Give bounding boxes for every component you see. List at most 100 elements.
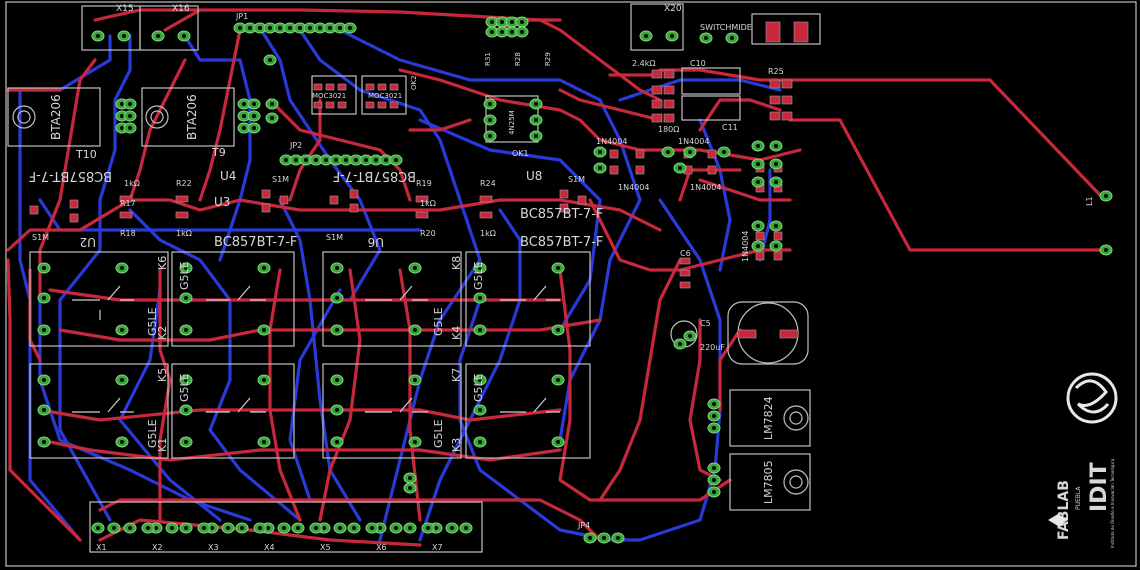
label-u4: U4 bbox=[220, 169, 236, 183]
drill-hole bbox=[120, 114, 124, 118]
drill-hole bbox=[184, 378, 188, 382]
label-x7: X7 bbox=[432, 543, 443, 552]
label-x16: X16 bbox=[172, 4, 190, 14]
drill-hole bbox=[348, 26, 352, 30]
drill-hole bbox=[478, 378, 482, 382]
label-g5le-4: G5LE bbox=[472, 261, 485, 290]
drill-hole bbox=[354, 158, 358, 162]
label-moc3021-a: MOC3021 bbox=[312, 92, 346, 100]
drill-hole bbox=[478, 408, 482, 412]
drill-hole bbox=[120, 440, 124, 444]
drill-hole bbox=[730, 36, 734, 40]
label-r19: R19 bbox=[416, 179, 432, 188]
label-1n4004-e: 1N4004 bbox=[741, 231, 750, 262]
drill-hole bbox=[242, 114, 246, 118]
drill-hole bbox=[296, 526, 300, 530]
label-c5-val: 220uF bbox=[700, 343, 725, 352]
drill-hole bbox=[500, 20, 504, 24]
drill-hole bbox=[666, 150, 670, 154]
label-c10: C10 bbox=[690, 59, 706, 68]
drill-hole bbox=[154, 526, 158, 530]
drill-hole bbox=[408, 476, 412, 480]
drill-hole bbox=[352, 526, 356, 530]
drill-hole bbox=[262, 328, 266, 332]
drill-hole bbox=[128, 114, 132, 118]
drill-hole bbox=[268, 58, 272, 62]
drill-hole bbox=[756, 144, 760, 148]
label-g5le-7: G5LE bbox=[432, 419, 445, 448]
drill-hole bbox=[258, 26, 262, 30]
drill-hole bbox=[478, 328, 482, 332]
drill-hole bbox=[556, 440, 560, 444]
drill-hole bbox=[238, 26, 242, 30]
drill-hole bbox=[678, 342, 682, 346]
drill-hole bbox=[413, 378, 417, 382]
drill-hole bbox=[122, 34, 126, 38]
drill-hole bbox=[184, 266, 188, 270]
drill-hole bbox=[226, 526, 230, 530]
label-c5: C5 bbox=[700, 319, 711, 328]
label-u8: U8 bbox=[526, 169, 542, 183]
drill-hole bbox=[335, 328, 339, 332]
label-1k-d: 1kΩ bbox=[480, 229, 496, 238]
drill-hole bbox=[488, 134, 492, 138]
drill-hole bbox=[294, 158, 298, 162]
drill-hole bbox=[298, 26, 302, 30]
drill-hole bbox=[488, 102, 492, 106]
drill-hole bbox=[146, 526, 150, 530]
label-ok1: OK1 bbox=[512, 149, 529, 158]
drill-hole bbox=[774, 224, 778, 228]
drill-hole bbox=[478, 296, 482, 300]
drill-hole bbox=[534, 118, 538, 122]
drill-hole bbox=[450, 526, 454, 530]
drill-hole bbox=[202, 526, 206, 530]
label-x2: X2 bbox=[152, 543, 163, 552]
label-k2: K2 bbox=[156, 326, 169, 340]
drill-hole bbox=[712, 466, 716, 470]
label-bta206-a: BTA206 bbox=[49, 94, 63, 140]
drill-hole bbox=[644, 34, 648, 38]
drill-hole bbox=[335, 378, 339, 382]
drill-hole bbox=[756, 224, 760, 228]
drill-hole bbox=[268, 26, 272, 30]
logo-idit-text: IDIT bbox=[1087, 462, 1112, 512]
label-1k-c: 1kΩ bbox=[420, 199, 436, 208]
drill-hole bbox=[248, 26, 252, 30]
drill-hole bbox=[556, 328, 560, 332]
drill-hole bbox=[756, 244, 760, 248]
drill-hole bbox=[434, 526, 438, 530]
drill-hole bbox=[282, 526, 286, 530]
drill-hole bbox=[184, 526, 188, 530]
drill-hole bbox=[500, 30, 504, 34]
label-r24: R24 bbox=[480, 179, 496, 188]
drill-hole bbox=[413, 440, 417, 444]
label-bta206-b: BTA206 bbox=[185, 94, 199, 140]
drill-hole bbox=[756, 162, 760, 166]
drill-hole bbox=[240, 526, 244, 530]
drill-hole bbox=[258, 526, 262, 530]
label-jp2: JP2 bbox=[289, 141, 302, 150]
drill-hole bbox=[270, 116, 274, 120]
label-k6: K6 bbox=[156, 256, 169, 270]
drill-hole bbox=[464, 526, 468, 530]
drill-hole bbox=[704, 36, 708, 40]
drill-hole bbox=[478, 440, 482, 444]
drill-hole bbox=[712, 426, 716, 430]
label-x20: X20 bbox=[664, 4, 682, 14]
drill-hole bbox=[184, 328, 188, 332]
drill-hole bbox=[42, 408, 46, 412]
drill-hole bbox=[490, 30, 494, 34]
drill-hole bbox=[338, 526, 342, 530]
label-x6: X6 bbox=[376, 543, 387, 552]
label-l1: L1 bbox=[1085, 196, 1094, 206]
drill-hole bbox=[556, 266, 560, 270]
label-c6: C6 bbox=[680, 249, 691, 258]
label-s1m-b: S1M bbox=[326, 233, 343, 242]
drill-hole bbox=[328, 26, 332, 30]
drill-hole bbox=[774, 244, 778, 248]
label-1k-a: 1kΩ bbox=[124, 179, 140, 188]
label-u2: U2 bbox=[80, 235, 96, 249]
label-jp4: JP4 bbox=[577, 521, 590, 530]
drill-hole bbox=[588, 536, 592, 540]
